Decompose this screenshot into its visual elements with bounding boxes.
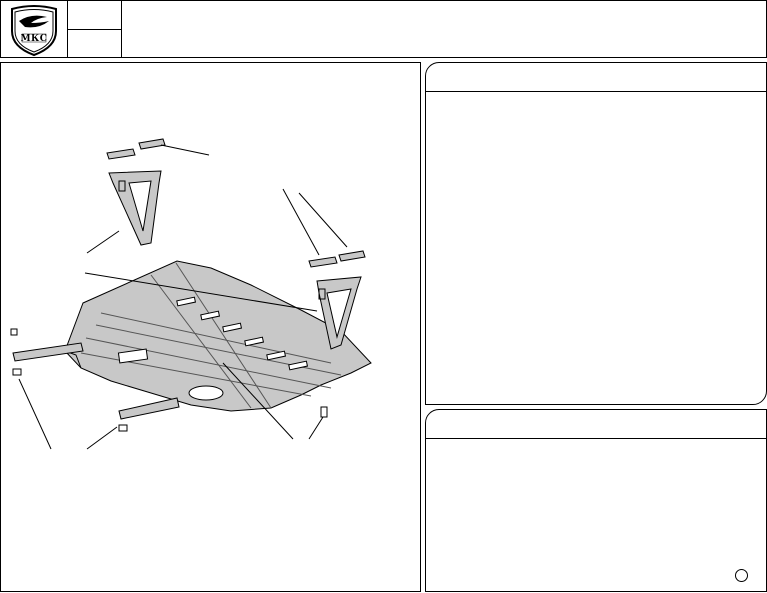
circle-icon: [735, 569, 748, 582]
spec-panel: [425, 409, 767, 592]
skid-plate: [64, 260, 372, 412]
info-panel: [425, 62, 767, 405]
logo-text: МКС: [20, 34, 48, 44]
spec-panel-divider: [426, 438, 766, 439]
title-cell: [122, 1, 766, 57]
code-cell-bottom: [67, 29, 122, 57]
info-panel-divider: [426, 91, 766, 92]
skid-plate-drawing: [10, 138, 372, 450]
code-cell-top: [67, 1, 122, 30]
logo-cell: МКС: [1, 1, 68, 57]
drawing-panel: [0, 62, 421, 592]
shield-logo-icon: [11, 5, 57, 57]
title-block: МКС: [0, 0, 767, 58]
